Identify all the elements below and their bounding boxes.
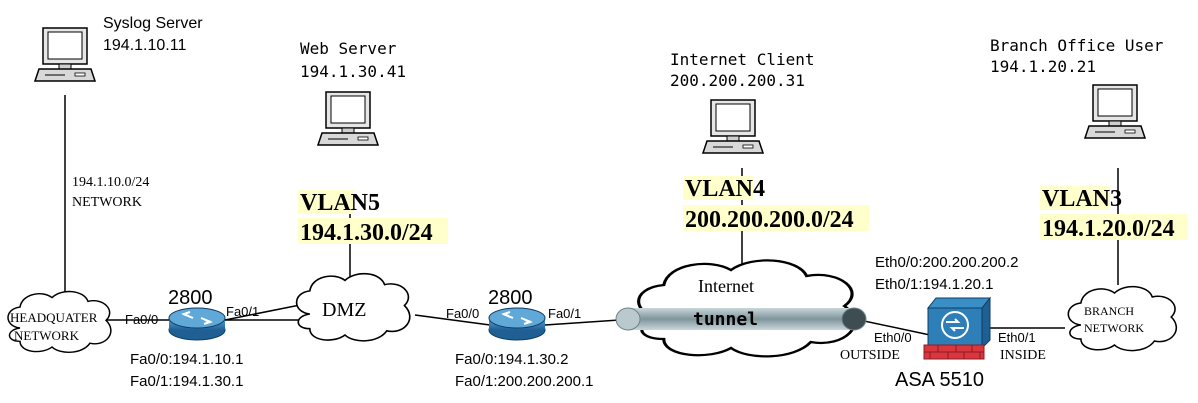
hq-cloud-line2: NETWORK: [14, 328, 80, 343]
branch-user-ip: 194.1.20.21: [990, 57, 1096, 76]
asa-port-outside: Eth0/0: [874, 330, 912, 345]
asa-ip-eth00: Eth0/0:200.200.200.2: [875, 254, 1018, 271]
vlan3-highlight: [1040, 186, 1110, 210]
internet-cloud-label: Internet: [698, 276, 754, 296]
router1-router-icon: [168, 307, 226, 341]
vlan4-name: VLAN4: [685, 176, 765, 202]
vlan4-subnet-highlight: [683, 205, 869, 231]
vlan3-name: VLAN3: [1042, 186, 1122, 212]
asa-label-inside: INSIDE: [1000, 348, 1046, 363]
router1-model: 2800: [168, 287, 213, 309]
router2-ip-fa00: Fa0/0:194.1.30.2: [455, 351, 568, 368]
internet-client-name: Internet Client: [670, 50, 815, 69]
vlan3-subnet: 194.1.20.0/24: [1042, 216, 1175, 242]
router1-port-right: Fa0/1: [226, 304, 259, 319]
router2-model: 2800: [488, 287, 533, 309]
dmz-cloud-label: DMZ: [322, 299, 366, 321]
link-dmz-router2: [414, 314, 491, 326]
web-server-name: Web Server: [300, 39, 397, 58]
vlan3-subnet-highlight: [1040, 214, 1188, 240]
hq-subnet-label: 194.1.10.0/24: [72, 175, 149, 190]
vpn-tunnel: [615, 307, 867, 331]
router1-port-left: Fa0/0: [125, 312, 158, 327]
vlan5-subnet: 194.1.30.0/24: [300, 220, 433, 246]
router2-port-left: Fa0/0: [446, 306, 479, 321]
branch-user-name: Branch Office User: [990, 36, 1164, 55]
asa-ip-eth01: Eth0/1:194.1.20.1: [875, 276, 993, 293]
vlan5-name: VLAN5: [300, 190, 380, 216]
router2-ip-fa01: Fa0/1:200.200.200.1: [455, 373, 593, 390]
router1-ip-fa00: Fa0/0:194.1.10.1: [130, 351, 243, 368]
router2-router-icon: [488, 307, 546, 341]
vlan4-subnet: 200.200.200.0/24: [685, 207, 854, 233]
branch-user-pc-icon: [1084, 84, 1146, 139]
hq-network-label: NETWORK: [72, 195, 142, 210]
vlan5-subnet-highlight: [298, 218, 448, 244]
branch-cloud-line1: BRANCH: [1084, 304, 1134, 318]
web-server-ip: 194.1.30.41: [300, 62, 406, 81]
vlan4-highlight: [683, 176, 753, 200]
link-router1-dmz: [224, 304, 301, 321]
vlan5-highlight: [298, 190, 354, 214]
asa-port-inside: Eth0/1: [998, 330, 1036, 345]
syslog-server-name: Syslog Server: [103, 15, 203, 32]
branch-cloud-line2: NETWORK: [1084, 321, 1144, 335]
internet-client-pc-icon: [702, 99, 764, 154]
router1-ip-fa01: Fa0/1:194.1.30.1: [130, 373, 243, 390]
router2-port-right: Fa0/1: [548, 306, 581, 321]
syslog-server-ip: 194.1.10.11: [103, 37, 186, 54]
asa-firewall-icon: [923, 296, 992, 360]
asa-model: ASA 5510: [895, 369, 984, 391]
web-server-pc-icon: [317, 91, 379, 146]
asa-label-outside: OUTSIDE: [840, 348, 900, 363]
hq-cloud-line1: HEADQUATER: [10, 310, 98, 325]
tunnel-label: tunnel: [693, 309, 758, 330]
internet-client-ip: 200.200.200.31: [670, 71, 805, 90]
branch-network-cloud: [1067, 285, 1178, 352]
syslog-server-pc-icon: [34, 27, 96, 82]
